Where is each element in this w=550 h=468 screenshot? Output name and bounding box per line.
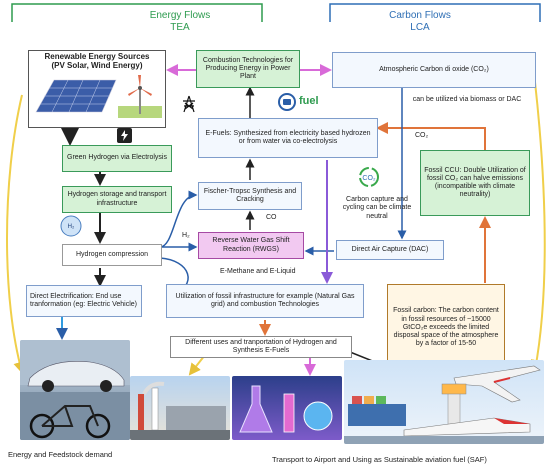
carbon-capture-label: Carbon capture and cycling can be climat… bbox=[342, 196, 412, 220]
atmospheric-co2-box: Atmospheric Carbon di oxide (CO₂) bbox=[332, 52, 536, 88]
fischer-tropsch-box: Fischer-Tropsc Synthesis and Cracking bbox=[198, 182, 302, 210]
transport-airport-image bbox=[344, 360, 544, 444]
yellow-loop-right bbox=[530, 81, 546, 372]
power-pylon-icon bbox=[183, 95, 195, 113]
green-hydrogen-box: Green Hydrogen via Electrolysis bbox=[62, 145, 172, 172]
carbon-flows-title: Carbon Flows bbox=[389, 10, 451, 21]
co2-label: CO₂ bbox=[415, 132, 429, 139]
emethane-label: E-Methane and E-Liquid bbox=[220, 268, 296, 275]
energy-flows-title: Energy Flows bbox=[149, 10, 211, 21]
fuel-label: fuel bbox=[299, 95, 319, 107]
carbon-bracket bbox=[329, 3, 541, 22]
efuels-box: E-Fuels: Synthesized from electricity ba… bbox=[198, 118, 378, 158]
arrow-uses-industry bbox=[188, 354, 206, 376]
industry-image bbox=[130, 376, 230, 440]
carbon-flows-header: Carbon Flows LCA bbox=[360, 10, 480, 33]
wind-turbine-icon bbox=[118, 74, 162, 118]
biomass-dac-label: can be utilized via biomass or DAC bbox=[412, 96, 522, 103]
hydrogen-compression-box: Hydrogen compression bbox=[62, 244, 162, 266]
direct-electrification-box: Direct Electrification: End use tranform… bbox=[26, 285, 142, 317]
h2-label: H₂ bbox=[182, 232, 190, 239]
energy-flows-header: Energy Flows TEA bbox=[130, 10, 230, 33]
renewable-title: Renewable Energy Sources bbox=[44, 52, 150, 61]
hydrogen-storage-box: Hydrogen storage and transport infrastru… bbox=[62, 186, 172, 213]
energy-flows-sub: TEA bbox=[170, 21, 190, 33]
combustion-box: Combustion Technologies for Producing En… bbox=[196, 50, 300, 88]
yellow-loop-left bbox=[6, 94, 26, 374]
co2-cycle-icon: CO₂ bbox=[359, 167, 379, 187]
fossil-ccu-box: Fossil CCU: Double Utilization of fossil… bbox=[420, 150, 530, 216]
co2-badge-text: CO₂ bbox=[362, 175, 376, 182]
different-uses-box: Different uses and tranportation of Hydr… bbox=[170, 336, 352, 358]
transport-saf-label: Transport to Airport and Using as Sustai… bbox=[272, 455, 487, 464]
carbon-flows-sub: LCA bbox=[410, 21, 430, 33]
h2-sphere-icon: H₂ bbox=[60, 215, 82, 237]
rwgs-box: Reverse Water Gas Shift Reaction (RWGS) bbox=[198, 232, 304, 259]
arrow-ccu-efuels bbox=[376, 122, 486, 150]
fuel-plug-icon bbox=[278, 93, 296, 111]
arrow-compression-fischer bbox=[159, 190, 198, 248]
dac-box: Direct Air Capture (DAC) bbox=[336, 240, 444, 260]
fossil-carbon-box: Fossil carbon: The carbon content in fos… bbox=[387, 284, 505, 372]
renewable-box: Renewable Energy Sources (PV Solar, Wind… bbox=[28, 50, 166, 128]
electric-vehicle-image bbox=[20, 340, 130, 440]
energy-demand-label: Energy and Feedstock demand bbox=[8, 450, 113, 459]
utilization-box: Utilization of fossil infrastructure for… bbox=[166, 284, 364, 318]
h2-badge-text: H₂ bbox=[68, 224, 75, 230]
renewable-sub: (PV Solar, Wind Energy) bbox=[51, 61, 143, 71]
co-label: CO bbox=[266, 214, 277, 221]
solar-panel-icon bbox=[35, 79, 117, 113]
laboratory-image bbox=[232, 376, 342, 440]
energy-bracket bbox=[11, 3, 263, 22]
lightning-icon bbox=[117, 128, 132, 143]
